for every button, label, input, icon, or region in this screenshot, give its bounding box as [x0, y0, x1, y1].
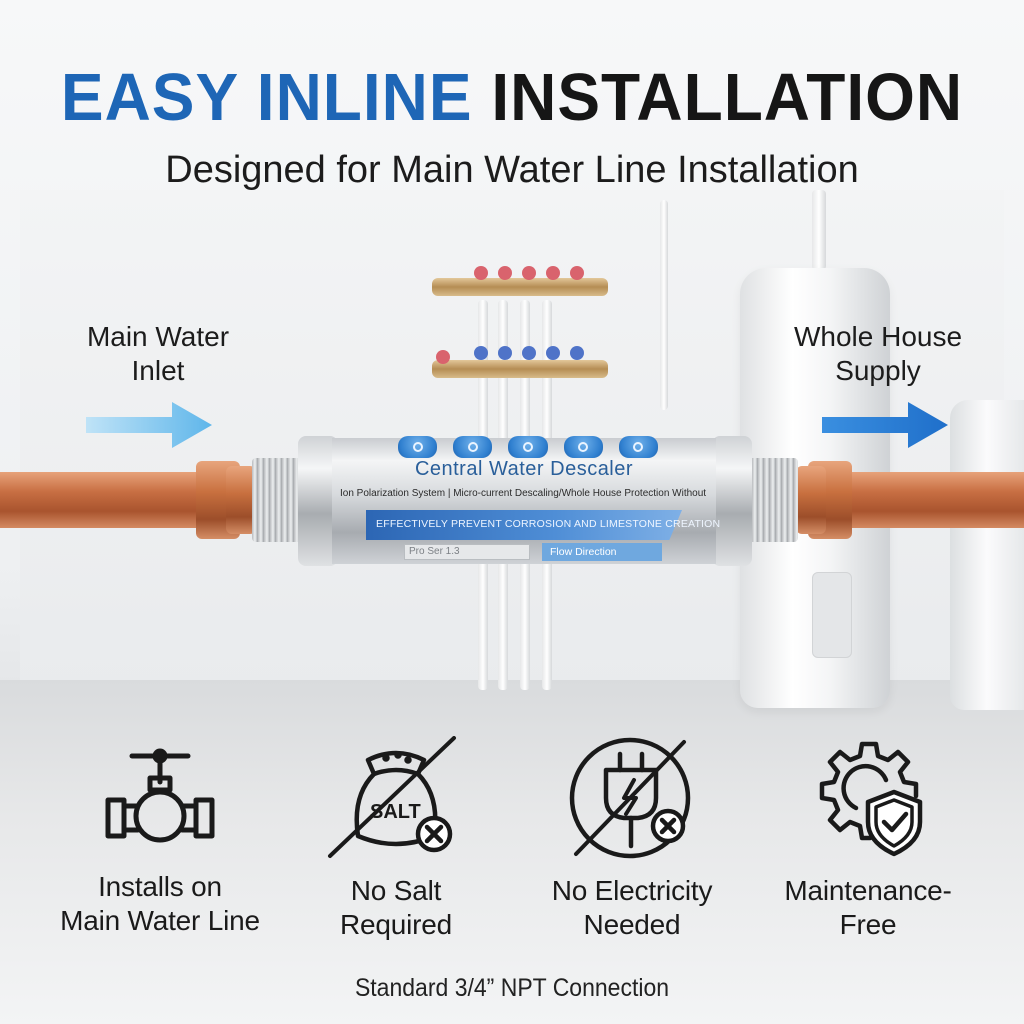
upper-manifold [432, 278, 608, 296]
descaler-name: Central Water Descaler [414, 458, 634, 480]
inlet-end-cap [298, 436, 338, 566]
lower-manifold [432, 360, 608, 378]
red-valve-cap [570, 266, 584, 280]
valve-pipe-icon [105, 748, 215, 843]
descaler-indicator-icon [398, 436, 438, 458]
floor [0, 680, 1024, 1024]
heater-flue [812, 190, 826, 270]
descaler-indicator-icon [453, 436, 493, 458]
outlet-arrow-icon [822, 402, 948, 448]
descaler-indicator-icon [618, 436, 659, 458]
descaler-indicator-icon [508, 436, 548, 458]
page-subtitle: Designed for Main Water Line Installatio… [165, 149, 859, 191]
wall-pipe [660, 200, 668, 410]
inlet-label-line1: Main Water [86, 321, 230, 352]
descaler-features-line: Ion Polarization System | Micro-current … [340, 488, 708, 499]
red-valve-cap [474, 266, 488, 280]
no-electricity-icon [569, 737, 691, 859]
feature-label: No Salt Required [276, 874, 516, 942]
red-valve-cap [436, 350, 450, 364]
descaler-model-label: Pro Ser 1.3 [404, 544, 530, 560]
blue-valve-cap [498, 346, 512, 360]
page-title: EASY INLINE INSTALLATION [0, 60, 1024, 134]
outlet-thread [746, 458, 798, 542]
outlet-label: Whole House Supply [768, 320, 988, 388]
water-heater-panel [812, 572, 852, 658]
feature-label-line1: No Electricity [551, 875, 713, 906]
descaler-indicator-row [398, 436, 659, 460]
outlet-coupling-nut [796, 466, 826, 534]
feature-installs-on-main-line: Installs on Main Water Line [40, 736, 280, 938]
inlet-copper-pipe [0, 472, 200, 528]
descaler-band-text: EFFECTIVELY PREVENT CORROSION AND LIMEST… [376, 518, 721, 530]
red-valve-cap [498, 266, 512, 280]
outlet-label-line1: Whole House [793, 321, 963, 352]
blue-valve-cap [570, 346, 584, 360]
red-valve-cap [522, 266, 536, 280]
outlet-label-line2: Supply [835, 355, 921, 386]
feature-label-line1: No Salt [350, 875, 442, 906]
blue-valve-cap [474, 346, 488, 360]
inlet-arrow-icon [86, 402, 212, 448]
descaler-indicator-icon [563, 436, 603, 458]
inlet-label-line2: Inlet [131, 355, 185, 386]
descaler-band [366, 510, 682, 540]
descaler-flow-direction: Flow Direction [542, 543, 662, 561]
gear-shield-icon [819, 741, 923, 857]
inlet-coupling-nut [226, 466, 256, 534]
connection-footer: Standard 3/4” NPT Connection [354, 974, 670, 1002]
feature-maintenance-free: Maintenance- Free [748, 736, 988, 942]
feature-label-line2: Needed [583, 909, 681, 940]
blue-valve-cap [522, 346, 536, 360]
second-water-heater [950, 400, 1024, 710]
blue-valve-cap [546, 346, 560, 360]
no-salt-icon: SALT [328, 736, 456, 858]
inlet-thread [252, 458, 304, 542]
feature-label-line1: Installs on [98, 871, 222, 902]
feature-label-line2: Free [839, 909, 897, 940]
outlet-copper-pipe [850, 472, 1024, 528]
feature-label: No Electricity Needed [512, 874, 752, 942]
outlet-end-cap [712, 436, 752, 566]
feature-no-electricity: No Electricity Needed [512, 736, 752, 942]
title-main: INSTALLATION [491, 59, 964, 135]
feature-label-line1: Maintenance- [784, 875, 952, 906]
feature-label: Maintenance- Free [748, 874, 988, 942]
title-highlight: EASY INLINE [60, 59, 473, 135]
feature-label-line2: Required [339, 909, 453, 940]
feature-label-line2: Main Water Line [60, 905, 260, 936]
inlet-label: Main Water Inlet [48, 320, 268, 388]
red-valve-cap [546, 266, 560, 280]
feature-label: Installs on Main Water Line [40, 870, 280, 938]
feature-no-salt: SALT No Salt Required [276, 736, 516, 942]
